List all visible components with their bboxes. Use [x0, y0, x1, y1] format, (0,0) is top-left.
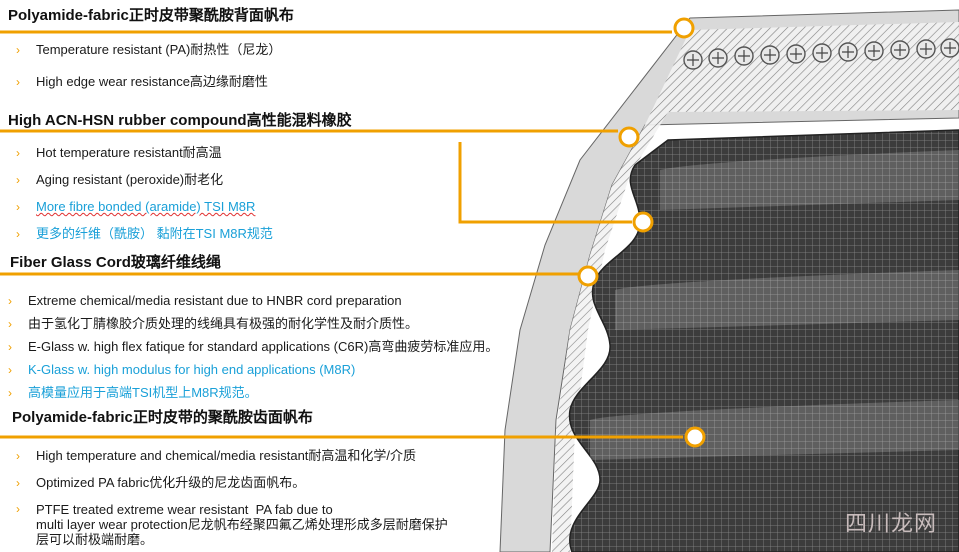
heading-fiber-glass-cord: Fiber Glass Cord玻璃纤维线绳	[10, 254, 221, 271]
callout-dot-cord	[577, 265, 599, 287]
list-item: ›High edge wear resistance高边缘耐磨性	[16, 74, 268, 89]
callout-dot-rubber	[618, 126, 640, 148]
list-item: ›PTFE treated extreme wear resistant PA …	[16, 502, 448, 547]
list-item: ›由于氢化丁腈橡胶介质处理的线绳具有极强的耐化学性及耐介质性。	[8, 316, 419, 331]
bullet-list-pa-fabric-teeth: ›High temperature and chemical/media res…	[16, 448, 448, 547]
list-item: ›Temperature resistant (PA)耐热性（尼龙）	[16, 42, 282, 57]
chevron-icon: ›	[16, 75, 20, 89]
list-item: ›Optimized PA fabric优化升级的尼龙齿面帆布。	[16, 475, 306, 490]
chevron-icon: ›	[8, 386, 12, 400]
heading-pa-fabric-teeth: Polyamide-fabric正时皮带的聚酰胺齿面帆布	[12, 409, 313, 426]
tooth-shading	[590, 150, 959, 460]
chevron-icon: ›	[16, 200, 20, 214]
callout-dot-teeth-fabric	[684, 426, 706, 448]
list-item: ›E-Glass w. high flex fatique for standa…	[8, 339, 499, 354]
list-item: ›高模量应用于高端TSI机型上M8R规范。	[8, 385, 258, 400]
bullet-list-pa-fabric-back: ›Temperature resistant (PA)耐热性（尼龙） ›High…	[16, 42, 281, 90]
list-item: ›Hot temperature resistant耐高温	[16, 145, 222, 160]
chevron-icon: ›	[16, 43, 20, 57]
callout-dots	[577, 17, 706, 448]
watermark: 四川龙网	[844, 511, 937, 536]
heading-pa-fabric-back: Polyamide-fabric正时皮带聚酰胺背面帆布	[8, 7, 294, 24]
chevron-icon: ›	[16, 173, 20, 187]
list-item: ›More fibre bonded (aramide) TSI M8R	[16, 199, 256, 214]
belt-cord-layer	[552, 22, 959, 552]
chevron-icon: ›	[16, 476, 20, 490]
leader-line-aramide	[458, 142, 632, 224]
heading-acn-hsn-rubber: High ACN-HSN rubber compound高性能混料橡胶	[8, 112, 352, 129]
chevron-icon: ›	[16, 449, 20, 463]
list-item: ›更多的纤维（酰胺） 黏附在TSI M8R规范	[16, 226, 273, 241]
chevron-icon: ›	[8, 317, 12, 331]
list-item: ›High temperature and chemical/media res…	[16, 448, 417, 463]
callout-dot-aramide	[632, 211, 654, 233]
list-item: ›Aging resistant (peroxide)耐老化	[16, 172, 224, 187]
leader-lines	[0, 30, 683, 439]
chevron-icon: ›	[8, 363, 12, 377]
callout-dot-back-fabric	[673, 17, 695, 39]
bullet-list-fiber-glass-cord: ›Extreme chemical/media resistant due to…	[8, 293, 498, 401]
chevron-icon: ›	[16, 227, 20, 241]
list-item: ›K-Glass w. high modulus for high end ap…	[8, 362, 356, 377]
chevron-icon: ›	[8, 294, 12, 308]
bullet-list-acn-hsn-rubber: ›Hot temperature resistant耐高温 ›Aging res…	[16, 145, 273, 242]
list-item: ›Extreme chemical/media resistant due to…	[8, 293, 402, 308]
chevron-icon: ›	[16, 502, 20, 516]
chevron-icon: ›	[16, 146, 20, 160]
chevron-icon: ›	[8, 340, 12, 354]
